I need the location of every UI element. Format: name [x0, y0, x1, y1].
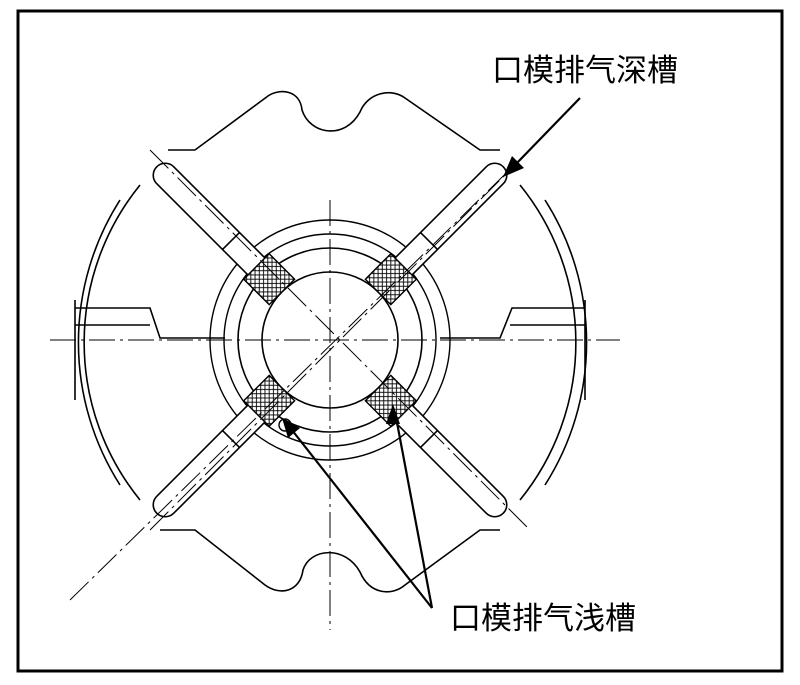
shallow-vent-grooves — [242, 252, 418, 428]
shallow-groove-leader-right — [393, 411, 434, 609]
die-body-outline — [74, 90, 588, 593]
deep-groove-leader — [514, 97, 581, 166]
leader-arrows — [287, 97, 581, 609]
shallow-groove-lower-right — [364, 374, 418, 428]
center-lines — [50, 139, 620, 630]
shallow-groove-upper-left — [242, 252, 296, 306]
shallow-groove-leader-left — [287, 424, 433, 609]
deep-groove-label: 口模排气深槽 — [492, 53, 678, 89]
shallow-groove-label: 口模排气浅槽 — [450, 601, 636, 637]
shallow-groove-upper-right — [364, 252, 418, 306]
shallow-groove-lower-left — [242, 374, 296, 428]
arrow-heads — [282, 156, 524, 438]
deep-vent-grooves — [152, 162, 508, 518]
drawing-frame — [16, 9, 784, 673]
leader-origin-mark — [278, 418, 292, 432]
